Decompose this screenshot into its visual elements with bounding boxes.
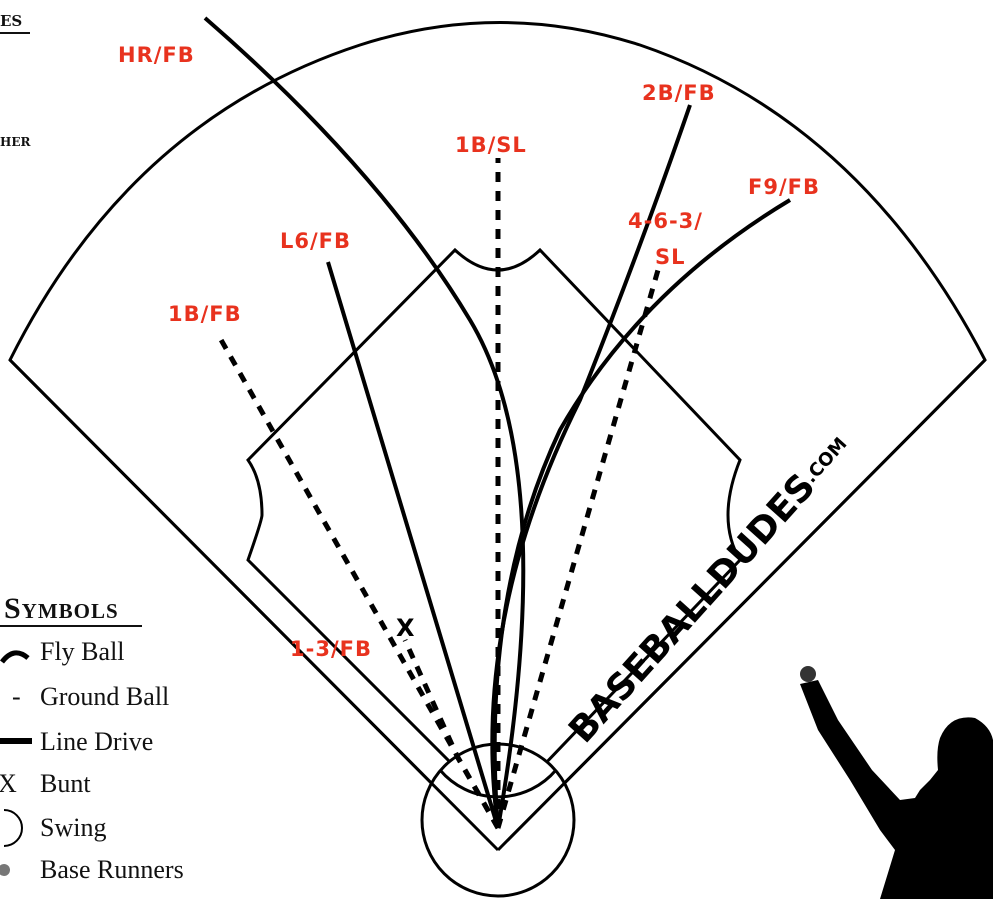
ground-ball-dash-icon: - [12, 682, 21, 711]
swing-circle-icon [3, 809, 23, 847]
base-runner-dot-icon [0, 864, 10, 876]
pitcher-silhouette-icon [800, 666, 993, 899]
outfield-fence [8, 21, 987, 853]
hit-path-463-sl [495, 269, 661, 829]
hit-path-hr-fb [203, 16, 526, 829]
watermark-main: BASEBALLDUDES [561, 466, 823, 751]
hit-path-l6-fb [326, 261, 500, 829]
hit-label-463-sl-line2: SL [655, 245, 686, 269]
hit-label-1b-fb: 1B/FB [168, 302, 242, 326]
hit-label-l6-fb: L6/FB [280, 229, 351, 253]
hit-label-2b-fb: 2B/FB [642, 81, 716, 105]
hit-path-f9-fb [492, 198, 792, 829]
legend-label-line-drive: Line Drive [40, 727, 153, 756]
symbols-legend: Symbols Fly Ball - Ground Ball Line Driv… [0, 592, 184, 884]
legend-label-bunt: Bunt [40, 769, 91, 798]
hit-label-1b-sl: 1B/SL [455, 133, 527, 157]
legend-label-swing: Swing [40, 813, 106, 842]
hit-path-2b-fb [490, 104, 692, 829]
watermark-suffix: .COM [800, 434, 851, 488]
fly-ball-arc-icon [0, 650, 30, 664]
line-drive-bar-icon [0, 738, 32, 744]
legend-label-fly-ball: Fly Ball [40, 637, 125, 666]
hit-label-463-sl-line1: 4-6-3/ [628, 209, 703, 233]
hit-label-f9-fb: F9/FB [748, 175, 820, 199]
hit-label-13-fb: 1-3/FB [290, 637, 372, 661]
legend-label-base-runners: Base Runners [40, 855, 184, 884]
hit-label-hr-fb: HR/FB [118, 43, 195, 67]
bunt-x-marker: X [396, 614, 415, 642]
hit-path-13-fb [402, 638, 501, 830]
home-plate-circle-arc [438, 769, 558, 799]
foul-line-right [496, 358, 987, 852]
legend-title: Symbols [4, 592, 119, 625]
bunt-x-icon: X [0, 769, 17, 798]
corner-fragment-top: ES [0, 12, 22, 30]
corner-fragment-middle: HER [0, 135, 31, 149]
foul-line-left [8, 358, 500, 852]
legend-label-ground-ball: Ground Ball [40, 682, 169, 711]
